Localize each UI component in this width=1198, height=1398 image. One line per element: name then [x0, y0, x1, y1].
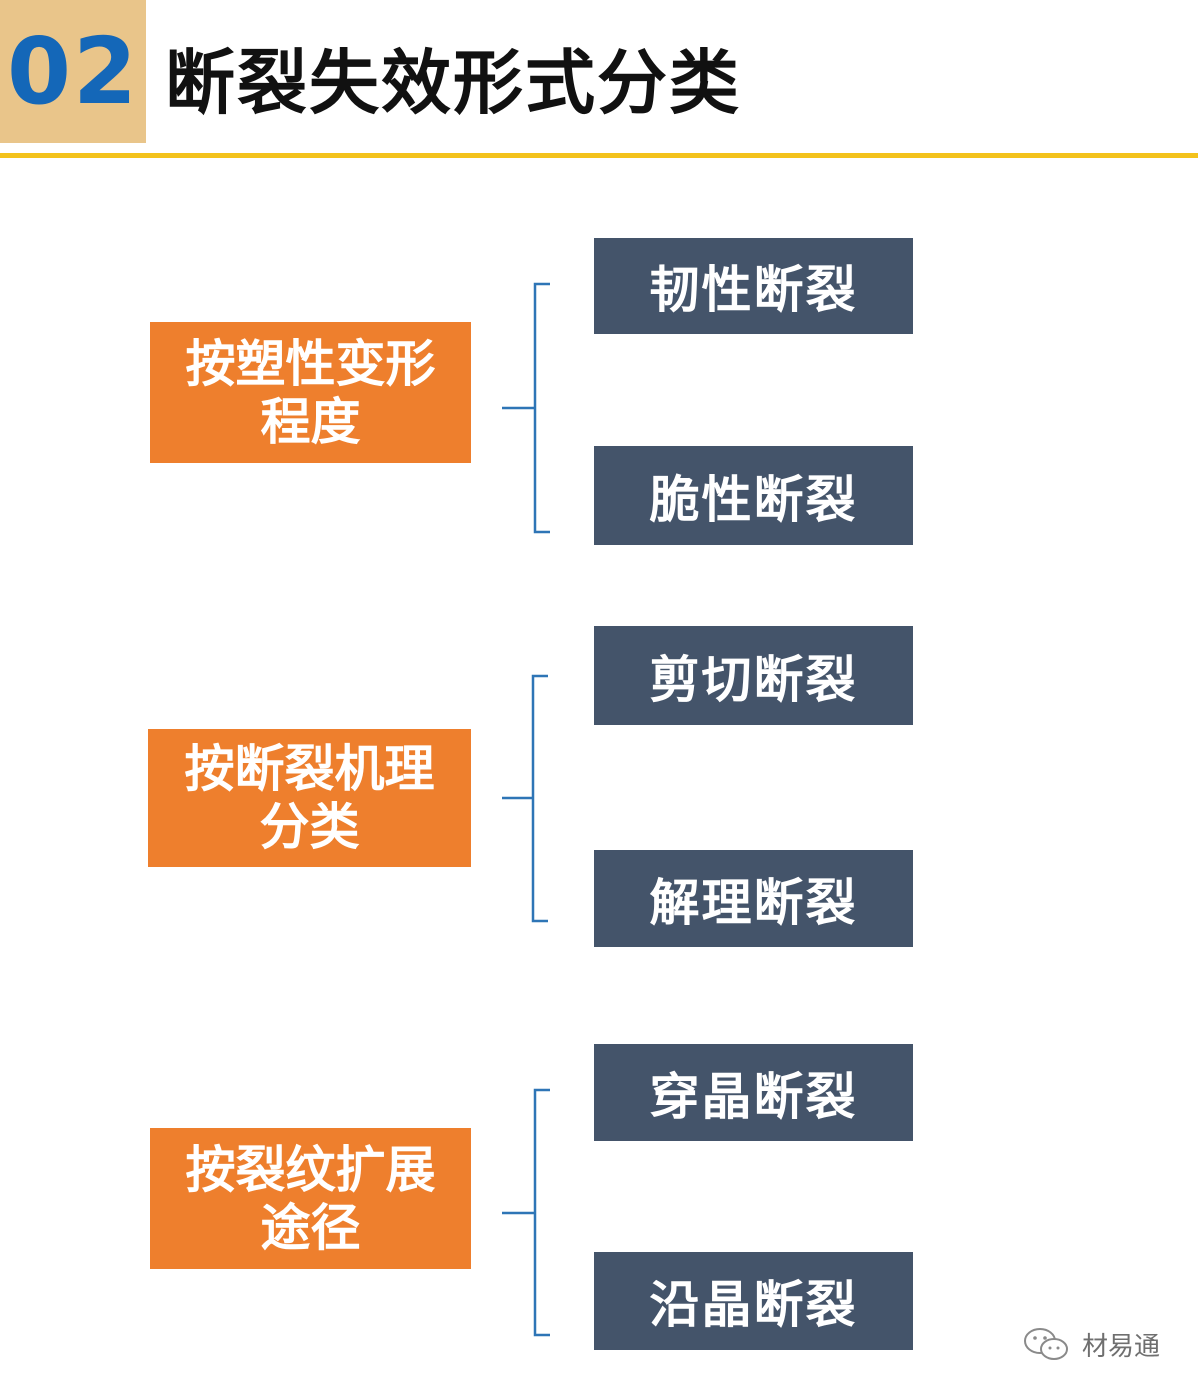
category-box-plastic-deformation: 按塑性变形程度 [150, 322, 471, 463]
section-number-box: 02 [0, 0, 146, 143]
type-box-shear-fracture: 剪切断裂 [594, 626, 913, 725]
section-number: 02 [6, 18, 140, 125]
page-title: 断裂失效形式分类 [165, 41, 741, 124]
category-box-fracture-mechanism: 按断裂机理分类 [148, 729, 471, 867]
watermark: 材易通 [1020, 1322, 1160, 1366]
bracket-connector-1 [502, 282, 550, 534]
bracket-connector-2 [502, 674, 548, 923]
header: 02 断裂失效形式分类 [0, 0, 1198, 160]
category-box-crack-propagation-path: 按裂纹扩展途径 [150, 1128, 471, 1269]
type-box-intergranular-fracture: 沿晶断裂 [594, 1252, 913, 1350]
header-divider [0, 153, 1198, 158]
type-box-transgranular-fracture: 穿晶断裂 [594, 1044, 913, 1141]
watermark-text: 材易通 [1082, 1331, 1161, 1362]
type-box-brittle-fracture: 脆性断裂 [594, 446, 913, 545]
wechat-icon [1024, 1328, 1068, 1360]
type-box-cleavage-fracture: 解理断裂 [594, 850, 913, 947]
bracket-connector-3 [502, 1088, 550, 1337]
type-box-ductile-fracture: 韧性断裂 [594, 238, 913, 334]
